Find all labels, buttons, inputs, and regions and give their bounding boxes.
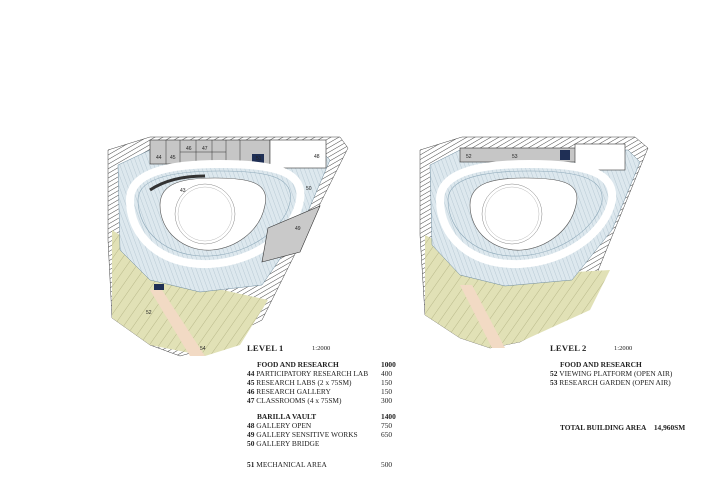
svg-text:45: 45 <box>170 155 176 161</box>
svg-text:48: 48 <box>314 154 320 160</box>
legend-row: 51 MECHANICAL AREA 500 <box>247 460 393 469</box>
svg-text:43: 43 <box>180 188 186 194</box>
level2-title: LEVEL 2 <box>550 343 587 353</box>
level1-group2-header: BARILLA VAULT 1400 <box>257 412 396 421</box>
legend-row: 47 CLASSROOMS (4 x 75SM) 300 <box>247 396 393 405</box>
legend-row: 52 VIEWING PLATFORM (OPEN AIR) <box>550 369 673 378</box>
svg-text:52: 52 <box>466 154 472 160</box>
svg-text:49: 49 <box>295 226 301 232</box>
level1-path <box>150 290 205 356</box>
level2-group1-header: FOOD AND RESEARCH <box>560 360 642 369</box>
level2-inner-court <box>469 177 578 251</box>
legend-row: 44 PARTICIPATORY RESEARCH LAB 400 <box>247 369 393 378</box>
legend-row: 53 RESEARCH GARDEN (OPEN AIR) <box>550 378 671 387</box>
legend-row: 49 GALLERY SENSITIVE WORKS 650 <box>247 430 393 439</box>
svg-text:51: 51 <box>256 156 262 162</box>
level1-gallery-wedge <box>261 205 321 263</box>
legend-row: 46 RESEARCH GALLERY 150 <box>247 387 393 396</box>
svg-text:52: 52 <box>146 310 152 316</box>
legend-row: 50 GALLERY BRIDGE <box>247 439 320 448</box>
level1-group1-header: FOOD AND RESEARCH 1000 <box>257 360 396 369</box>
svg-text:46: 46 <box>186 146 192 152</box>
svg-text:47: 47 <box>202 146 208 152</box>
level1-inner-court <box>159 177 266 251</box>
total-building-area: TOTAL BUILDING AREA 14,960SM <box>560 423 686 432</box>
level1-title: LEVEL 1 <box>247 343 284 353</box>
level1-plan: 43 44 45 46 47 48 49 50 51 52 54 <box>107 136 349 357</box>
svg-text:44: 44 <box>156 155 162 161</box>
svg-text:50: 50 <box>306 186 312 192</box>
svg-text:54: 54 <box>200 346 206 352</box>
level2-plan: 52 53 <box>419 136 649 349</box>
level2-scale: 1:2000 <box>614 345 633 352</box>
level1-legend: FOOD AND RESEARCH 1000 44 PARTICIPATORY … <box>247 360 397 480</box>
svg-text:53: 53 <box>512 154 518 160</box>
level1-scale: 1:2000 <box>312 345 331 352</box>
legend-row: 48 GALLERY OPEN 750 <box>247 421 393 430</box>
level2-platform <box>459 147 577 163</box>
level2-legend: FOOD AND RESEARCH 52 VIEWING PLATFORM (O… <box>550 360 700 440</box>
legend-row: 45 RESEARCH LABS (2 x 75SM) 150 <box>247 378 393 387</box>
